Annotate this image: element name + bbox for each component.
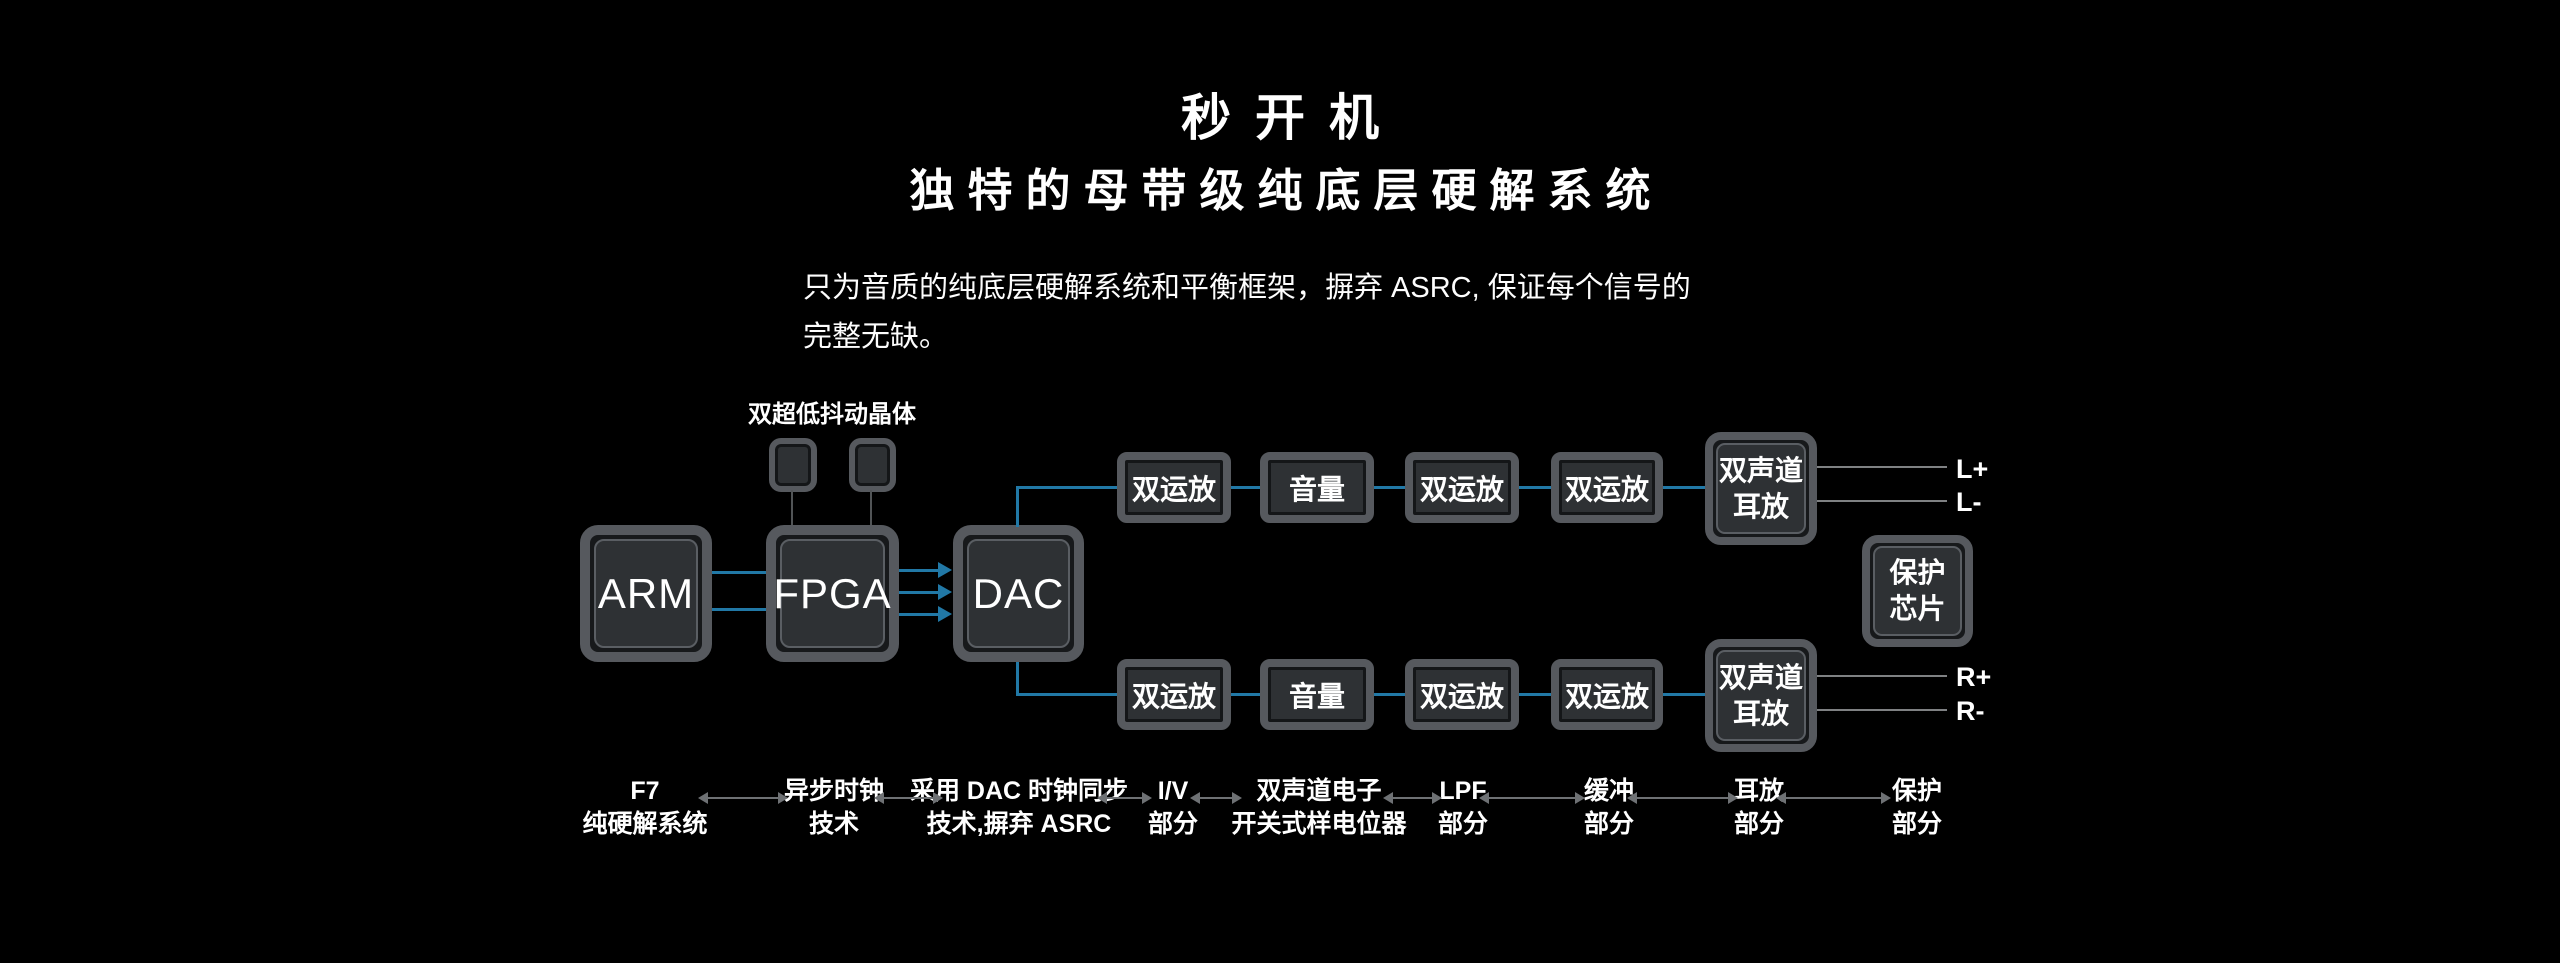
section-label-line: 采用 DAC 时钟同步	[909, 777, 1129, 805]
section-label-line: F7	[630, 777, 660, 805]
chain-line	[1519, 693, 1551, 696]
fpga-chip-label: FPGA	[773, 539, 891, 648]
stage-box-opamp: 双运放	[1117, 659, 1231, 730]
section-label-line: LPF	[1439, 777, 1487, 805]
section-label-line: 部分	[1437, 810, 1489, 838]
stage-box-volume: 音量	[1260, 659, 1374, 730]
section-label-line: 部分	[1733, 810, 1785, 838]
arrowhead-icon	[938, 606, 952, 622]
dac-top-elbow-line	[1016, 486, 1117, 489]
crystal-box-1	[769, 438, 817, 492]
arrowhead-icon	[938, 584, 952, 600]
headphone-amp-line1: 双声道	[1718, 661, 1803, 693]
stage-box-opamp: 双运放	[1405, 452, 1519, 523]
arm-chip: ARM	[580, 525, 712, 662]
double-arrow-icon	[874, 792, 943, 804]
output-line	[1817, 675, 1947, 677]
double-arrow-icon	[1383, 792, 1442, 804]
stage-box-opamp: 双运放	[1405, 659, 1519, 730]
crystal-connector-line	[791, 490, 793, 526]
dac-chip: DAC	[953, 525, 1084, 662]
dac-bottom-elbow-line	[1016, 662, 1019, 696]
page-subtitle: 独特的母带级纯底层硬解系统	[909, 165, 1664, 216]
chain-line	[1663, 693, 1705, 696]
headphone-amp-label: 双声道 耳放	[1716, 443, 1806, 534]
dac-chip-label: DAC	[967, 539, 1070, 648]
double-arrow-icon	[1627, 792, 1738, 804]
section-label-dac-clock-sync: 采用 DAC 时钟同步 技术,摒弃 ASRC	[910, 775, 1128, 841]
section-label-line: 技术	[808, 810, 860, 838]
double-arrow-icon	[698, 792, 788, 804]
output-label-r-minus: R-	[1956, 696, 1985, 726]
section-label-buffer: 缓冲 部分	[1584, 775, 1634, 841]
section-label-line: 部分	[1147, 810, 1199, 838]
double-arrow-icon	[1776, 792, 1891, 804]
section-label-line: 部分	[1583, 810, 1635, 838]
section-label-headphone-amp: 耳放 部分	[1734, 775, 1784, 841]
output-label-r-plus: R+	[1956, 662, 1992, 692]
section-label-lpf: LPF 部分	[1438, 775, 1488, 841]
output-label-l-plus: L+	[1956, 454, 1989, 484]
crystal-label: 双超低抖动晶体	[748, 401, 916, 428]
chain-line	[1374, 486, 1405, 489]
headphone-amp-box-top: 双声道 耳放	[1705, 432, 1817, 545]
crystal-connector-line	[870, 490, 872, 526]
output-label-l-minus: L-	[1956, 487, 1982, 517]
description-text: 只为音质的纯底层硬解系统和平衡框架，摒弃 ASRC, 保证每个信号的 完整无缺。	[803, 272, 1691, 353]
stage-box-volume: 音量	[1260, 452, 1374, 523]
headphone-amp-label: 双声道 耳放	[1716, 650, 1806, 741]
protection-chip-line2: 芯片	[1889, 593, 1946, 624]
headphone-amp-line2: 耳放	[1732, 490, 1789, 522]
section-label-line: 缓冲	[1583, 777, 1635, 805]
section-label-line: I/V	[1157, 777, 1189, 805]
chain-line	[1663, 486, 1705, 489]
headphone-amp-line1: 双声道	[1718, 454, 1803, 486]
arm-fpga-line	[712, 571, 766, 574]
section-label-line: 技术,摒弃 ASRC	[926, 810, 1112, 838]
stage-box-opamp: 双运放	[1551, 659, 1663, 730]
chain-line	[1231, 486, 1260, 489]
section-label-line: 纯硬解系统	[582, 810, 708, 838]
headphone-amp-line2: 耳放	[1732, 697, 1789, 729]
arm-chip-label: ARM	[594, 539, 698, 648]
stage-box-opamp: 双运放	[1551, 452, 1663, 523]
arm-fpga-line	[712, 608, 766, 611]
dac-top-elbow-line	[1016, 486, 1019, 527]
section-label-potentiometer: 双声道电子 开关式样电位器	[1231, 775, 1406, 841]
protection-chip-line1: 保护	[1889, 557, 1946, 588]
section-label-line: 开关式样电位器	[1231, 810, 1407, 838]
fpga-dac-line	[899, 591, 940, 594]
stage-box-opamp: 双运放	[1117, 452, 1231, 523]
output-line	[1817, 709, 1947, 711]
section-label-protection: 保护 部分	[1892, 775, 1942, 841]
crystal-box-2	[849, 438, 896, 492]
double-arrow-icon	[1097, 792, 1152, 804]
section-label-line: 异步时钟	[783, 777, 885, 805]
chain-line	[1519, 486, 1551, 489]
chain-line	[1374, 693, 1405, 696]
protection-chip-label: 保护 芯片	[1873, 546, 1962, 636]
section-label-line: 部分	[1891, 810, 1943, 838]
protection-chip-box: 保护 芯片	[1862, 535, 1973, 647]
section-label-line: 耳放	[1733, 777, 1785, 805]
output-line	[1817, 500, 1947, 502]
section-label-async-clock: 异步时钟 技术	[784, 775, 884, 841]
double-arrow-icon	[1190, 792, 1242, 804]
fpga-dac-line	[899, 613, 940, 616]
arrowhead-icon	[938, 562, 952, 578]
fpga-chip: FPGA	[766, 525, 899, 662]
chain-line	[1231, 693, 1260, 696]
output-line	[1817, 466, 1947, 468]
section-label-line: 保护	[1891, 777, 1943, 805]
section-label-iv: I/V 部分	[1148, 775, 1198, 841]
page-title: 秒开机	[1181, 90, 1403, 146]
section-label-f7: F7 纯硬解系统	[582, 775, 707, 841]
headphone-amp-box-bottom: 双声道 耳放	[1705, 639, 1817, 752]
double-arrow-icon	[1479, 792, 1585, 804]
section-label-line: 双声道电子	[1256, 777, 1382, 805]
fpga-dac-line	[899, 569, 940, 572]
dac-bottom-elbow-line	[1016, 693, 1117, 696]
